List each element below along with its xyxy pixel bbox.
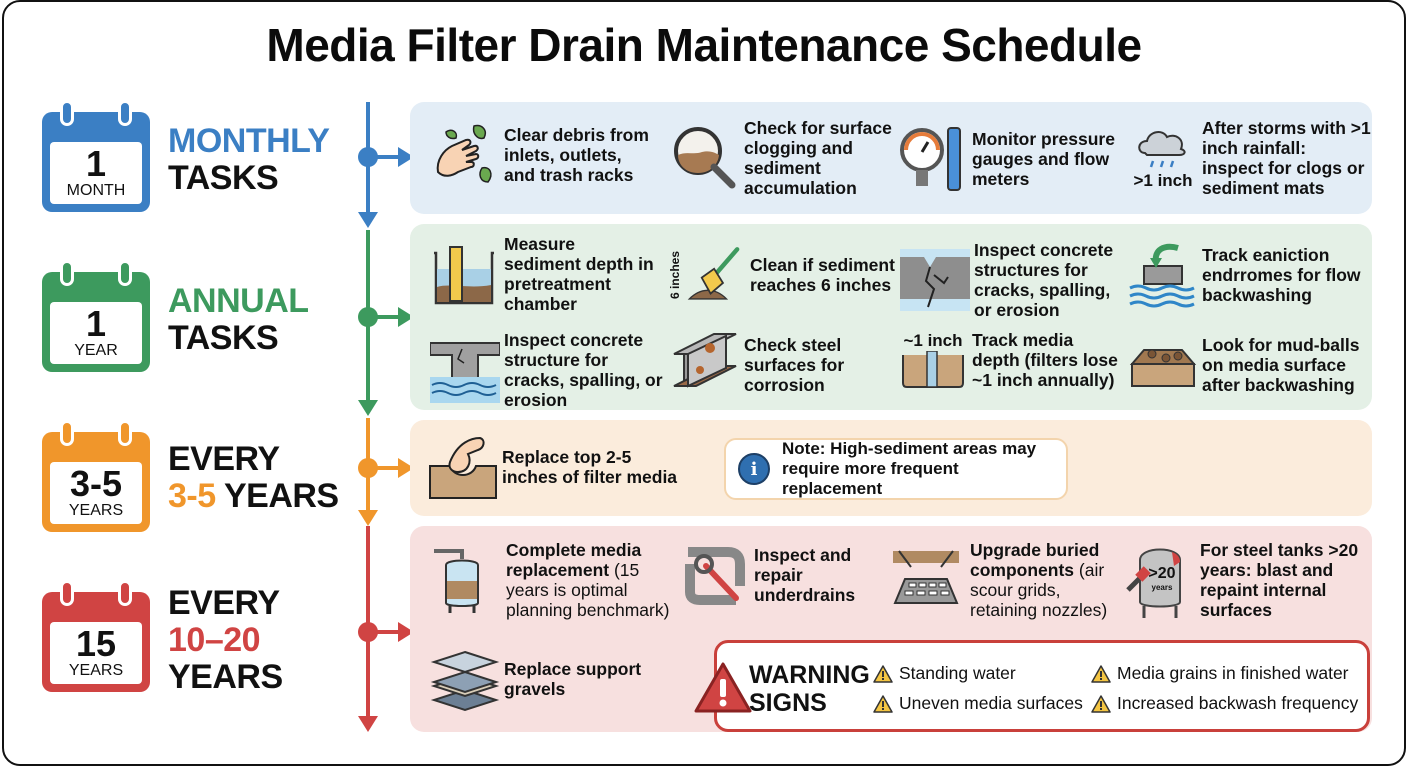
gravel-layers-icon [430,650,500,712]
sediment-depth-caption: 6 inches [668,250,682,300]
task-after-storms: >1 inch After storms with >1 inch rainfa… [1133,118,1371,198]
task-track-media-depth: ~1 inch Track media depth (filters lose … [900,330,1122,390]
info-icon: i [738,453,770,485]
magnifier-sediment-icon [674,127,736,189]
task-replace-gravels: Replace support gravels [430,644,654,714]
warning-triangle-icon [694,662,752,713]
task-inspect-underdrains: Inspect and repair underdrains [680,540,864,610]
caution-icon [1091,664,1111,683]
annual-tasks-panel [410,224,1372,410]
caution-icon [1091,694,1111,713]
warning-item: Uneven media surfaces [873,693,1083,714]
cracked-concrete-icon [900,249,970,311]
concrete-pier-water-icon [430,342,500,403]
warning-item: Increased backwash frequency [1091,693,1358,714]
ruler-chamber-icon [434,246,494,305]
mud-balls-icon [1129,349,1197,387]
monthly-label: MONTHLY TASKS [168,122,330,197]
rain-cloud-icon [1138,131,1186,168]
pipe-wrench-icon [685,547,745,605]
hand-leaves-icon [436,124,492,183]
backwash-flow-icon [1129,243,1195,308]
filter-tank-icon [434,549,479,613]
media-depth-gauge-icon [902,351,964,388]
task-check-steel: Check steel surfaces for corrosion [670,330,894,400]
task-mud-balls: Look for mud-balls on media surface afte… [1128,330,1372,400]
ten-twenty-label: EVERY 10–20 YEARS [168,584,283,696]
rain-caption: >1 inch [1133,171,1193,190]
hand-scoop-media-icon [429,436,497,499]
annual-label: ANNUAL TASKS [168,282,309,357]
calendar-unit: YEAR [74,342,118,359]
media-depth-caption: ~1 inch [903,331,963,350]
task-inspect-concrete-structures: Inspect concrete structures for cracks, … [900,240,1124,320]
three-five-label: EVERY 3-5 YEARS [168,440,339,515]
task-replace-top-media: Replace top 2-5 inches of filter media [428,432,682,502]
task-inspect-concrete-structure: Inspect concrete structure for cracks, s… [430,330,664,410]
pressure-gauge-flow-meter-icon [900,127,961,191]
caution-icon [873,694,893,713]
page-title: Media Filter Drain Maintenance Schedule [266,19,1142,71]
task-track-backwashing: Track eaniction endrromes for flow backw… [1128,240,1372,310]
caution-icon [873,664,893,683]
calendar-unit: YEARS [68,662,124,679]
calendar-number: 1 [85,303,107,344]
air-scour-grid-icon [893,550,959,604]
calendar-number: 3-5 [69,463,123,504]
task-check-clogging: Check for surface clogging and sediment … [670,118,894,198]
task-clean-if-sediment: 6 inches Clean if sediment reaches 6 inc… [668,240,900,310]
steel-tank-paint-icon: >20 years [1124,540,1194,620]
warning-item: Standing water [873,663,1016,684]
warning-title: WARNING SIGNS [749,661,870,717]
warning-signs-box: WARNING SIGNS Standing water Media grain… [694,640,1370,732]
task-steel-tanks-repaint: >20 years For steel tanks >20 years: bla… [1124,540,1360,620]
task-complete-media-replacement: Complete media replacement (15 years is … [432,540,686,620]
task-measure-sediment: Measure sediment depth in pretreatment c… [430,234,654,314]
calendar-number: 1 [85,143,107,184]
task-monitor-gauges: Monitor pressure gauges and flow meters [898,124,1122,194]
calendar-number: 15 [75,623,117,664]
note-box: i Note: High-sediment areas may require … [724,438,1068,500]
monthly-tasks-panel [410,102,1372,214]
tank-age-caption: >20 [1148,565,1176,582]
rusty-steel-beam-icon [673,333,737,388]
calendar-unit: YEARS [68,502,124,519]
calendar-unit: MONTH [66,182,126,199]
task-upgrade-buried: Upgrade buried components (air scour gri… [886,540,1118,620]
warning-item: Media grains in finished water [1091,663,1349,684]
task-clear-debris: Clear debris from inlets, outlets, and t… [430,120,654,190]
broom-sediment-icon [687,247,740,300]
